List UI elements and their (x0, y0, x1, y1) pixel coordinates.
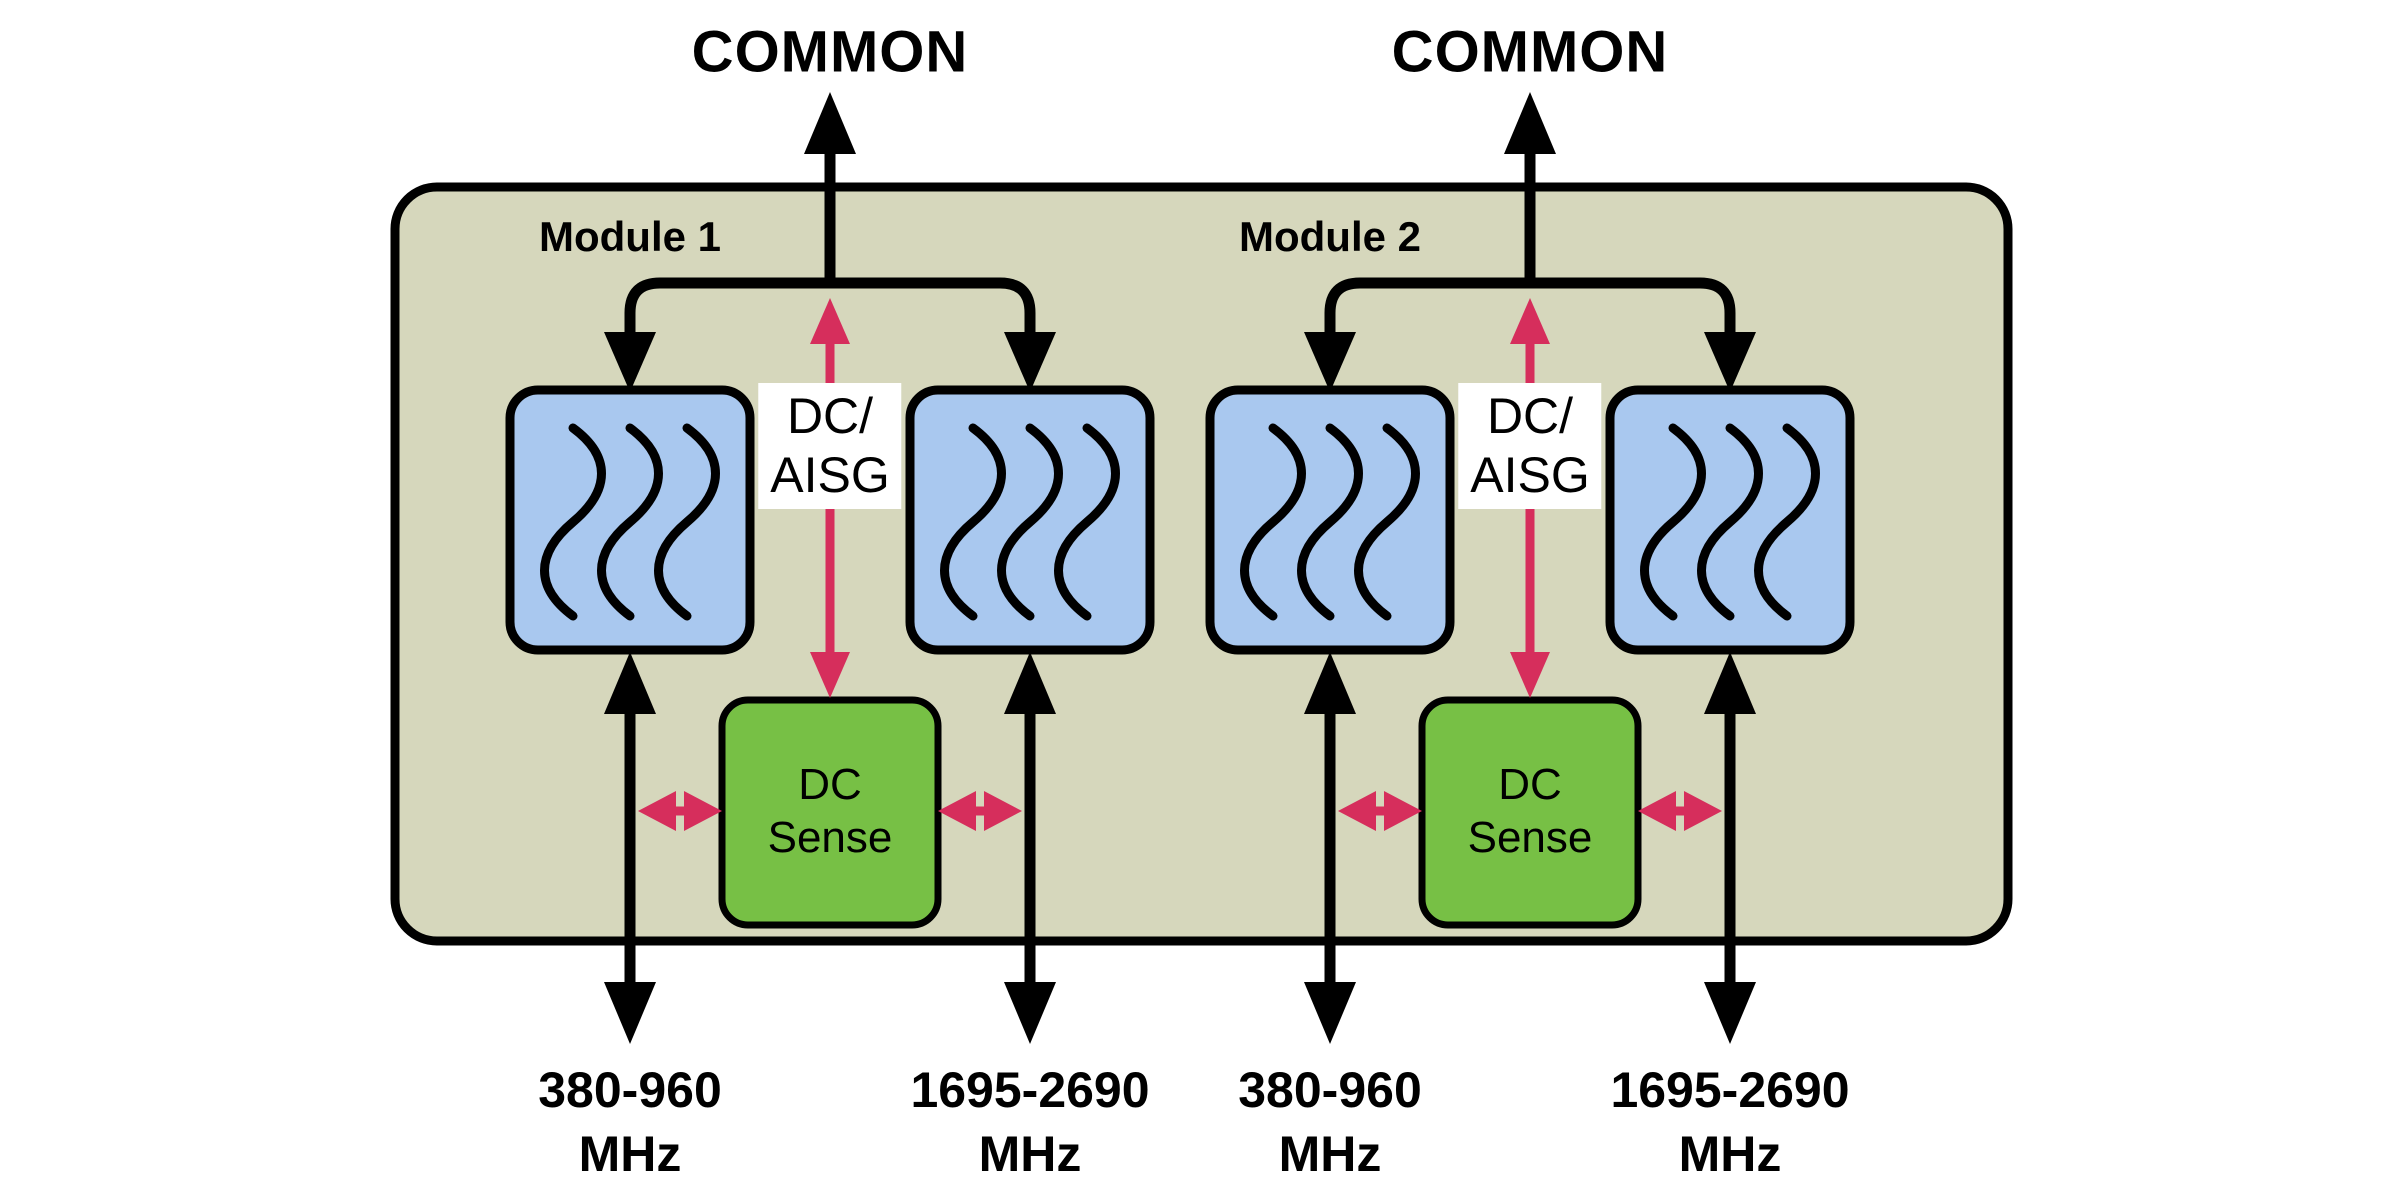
filter-wave-icon (597, 423, 663, 621)
dc-aisg-label-line2: AISG (770, 447, 890, 503)
dc-aisg-label: DC/ AISG (758, 383, 902, 509)
dc-aisg-arrowhead-down-icon (1510, 652, 1550, 698)
port-arrowhead-up-icon (604, 652, 656, 714)
dc-sense-link-right-arrowhead-icon (938, 791, 976, 831)
module-2-graphics (1205, 92, 1855, 1044)
port-label-range: 1695-2690 (910, 1062, 1150, 1118)
port-label-unit: MHz (1678, 1126, 1782, 1182)
dc-aisg-arrowhead-up-icon (810, 298, 850, 344)
common-port-label: COMMON (691, 19, 969, 85)
dc-sense-link-left-arrowhead-icon (1338, 791, 1376, 831)
port-arrowhead-up-icon (1304, 652, 1356, 714)
branch-arrowhead-left-icon (1304, 332, 1356, 392)
port-arrowhead-down-icon (1004, 982, 1056, 1044)
branch-line (1324, 277, 1736, 336)
port-arrowhead-down-icon (604, 982, 656, 1044)
dc-aisg-label-line1: DC/ (1486, 388, 1574, 444)
dc-aisg-label-line2: AISG (1470, 447, 1590, 503)
dc-sense-link-left-arrowhead-icon (638, 791, 676, 831)
port-label-low-band: 380-960 MHz (538, 1058, 722, 1186)
dc-sense-label-line1: DC (1498, 760, 1562, 810)
port-label-unit: MHz (978, 1126, 1082, 1182)
dc-sense-label: DC Sense (1468, 759, 1593, 865)
filter-wave-icon (1240, 423, 1306, 621)
filter-wave-icon (1640, 423, 1706, 621)
dc-sense-label: DC Sense (768, 759, 893, 865)
filter-wave-icon (654, 423, 720, 621)
port-label-high-band: 1695-2690 MHz (1610, 1058, 1849, 1186)
branch-arrowhead-right-icon (1704, 332, 1756, 392)
filter-wave-icon (1297, 423, 1363, 621)
dc-sense-block (718, 696, 942, 929)
port-arrowhead-up-icon (1704, 652, 1756, 714)
module-name-label: Module 1 (538, 213, 722, 260)
port-arrowhead-up-icon (1004, 652, 1056, 714)
port-label-low-band: 380-960 MHz (1238, 1058, 1422, 1186)
branch-arrowhead-right-icon (1004, 332, 1056, 392)
common-arrowhead-icon (1504, 92, 1556, 154)
port-label-range: 1695-2690 (1610, 1062, 1850, 1118)
port-label-unit: MHz (578, 1126, 682, 1182)
dc-aisg-arrowhead-down-icon (810, 652, 850, 698)
dc-sense-label-line1: DC (798, 760, 862, 810)
dc-sense-link-right-arrowhead-icon (1684, 791, 1722, 831)
filter-wave-icon (940, 423, 1006, 621)
common-arrowhead-icon (804, 92, 856, 154)
dc-sense-block (1418, 696, 1642, 929)
port-label-range: 380-960 (538, 1062, 722, 1118)
port-label-unit: MHz (1278, 1126, 1382, 1182)
port-label-range: 380-960 (1238, 1062, 1422, 1118)
dc-aisg-arrowhead-up-icon (1510, 298, 1550, 344)
module-name-label: Module 2 (1238, 213, 1422, 260)
dc-sense-link-right-arrowhead-icon (984, 791, 1022, 831)
filter-wave-icon (1354, 423, 1420, 621)
dc-sense-label-line2: Sense (1467, 813, 1593, 862)
port-label-high-band: 1695-2690 MHz (910, 1058, 1149, 1186)
dc-sense-link-left-arrowhead-icon (684, 791, 722, 831)
dc-aisg-label-line1: DC/ (786, 388, 874, 444)
branch-arrowhead-left-icon (604, 332, 656, 392)
dc-sense-link-right-arrowhead-icon (1638, 791, 1676, 831)
dc-sense-label-line2: Sense (767, 813, 893, 862)
module-1-graphics (505, 92, 1155, 1044)
filter-wave-icon (1754, 423, 1820, 621)
dc-aisg-label: DC/ AISG (1458, 383, 1602, 509)
common-port-label: COMMON (1391, 19, 1669, 85)
filter-wave-icon (1054, 423, 1120, 621)
branch-line (624, 277, 1036, 336)
port-arrowhead-down-icon (1704, 982, 1756, 1044)
port-arrowhead-down-icon (1304, 982, 1356, 1044)
dc-sense-link-left-arrowhead-icon (1384, 791, 1422, 831)
filter-wave-icon (540, 423, 606, 621)
filter-wave-icon (997, 423, 1063, 621)
filter-wave-icon (1697, 423, 1763, 621)
